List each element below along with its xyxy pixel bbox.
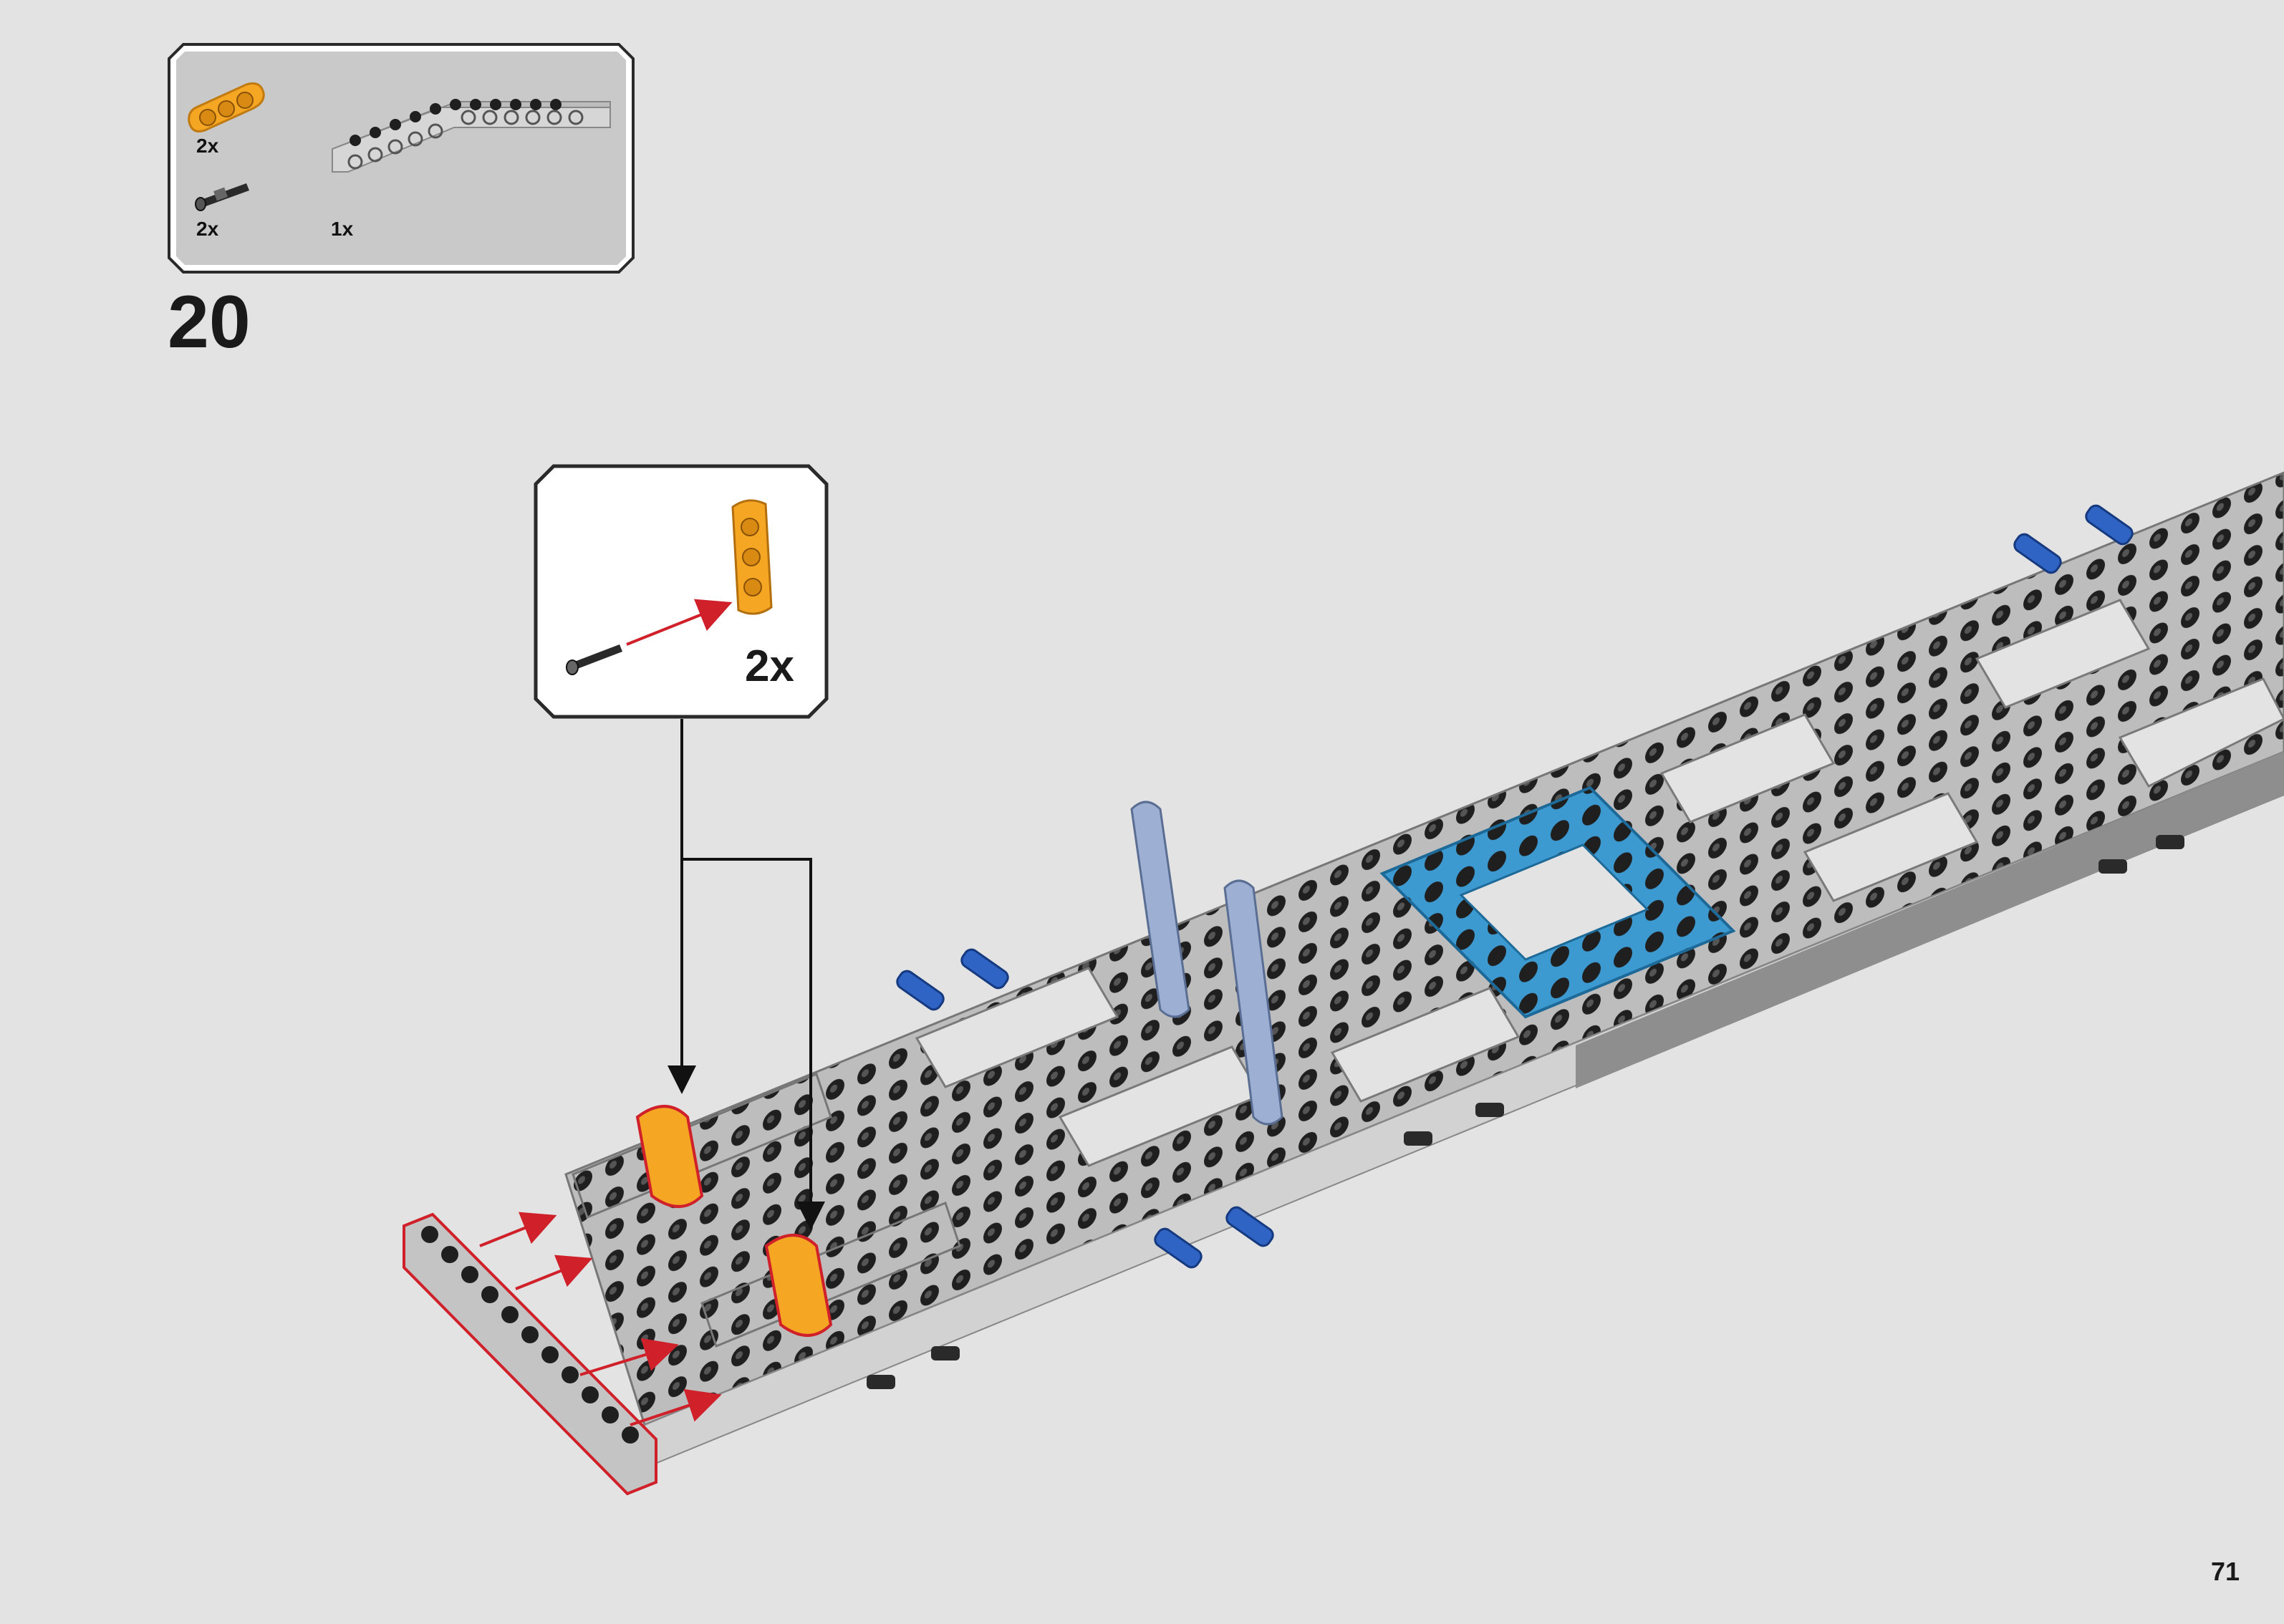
gray-beam-11-icon <box>332 99 611 173</box>
dark-gray-beam <box>1576 752 2284 1088</box>
black-pins <box>867 835 2184 1389</box>
sub-assembly-quantity: 2x <box>745 642 794 691</box>
red-arrows <box>479 1212 722 1426</box>
blue-frame <box>1379 786 1736 1019</box>
step-number: 20 <box>168 281 251 364</box>
sub-assembly-frame <box>534 464 829 719</box>
pin-quantity: 2x <box>196 218 219 240</box>
orange-beam-quantity: 2x <box>196 135 219 157</box>
sub-assembly-callout: 2x <box>534 464 829 719</box>
parts-callout: 2x 2x 1x <box>168 43 635 274</box>
gray-beam-to-attach <box>403 1212 657 1496</box>
frame-openings <box>915 599 2284 1167</box>
orange-beam-3-icon <box>188 82 265 132</box>
parts-callout-frame <box>168 43 635 274</box>
orange-beams-placed <box>635 1105 833 1337</box>
lavender-beams <box>1130 801 1283 1126</box>
page-number: 71 <box>2210 1557 2240 1586</box>
black-axle-pin-icon <box>195 183 249 211</box>
gray-beam-quantity: 1x <box>331 218 354 240</box>
black-axle-pin-icon <box>566 644 622 675</box>
orange-beam-3-vertical-icon <box>731 499 773 615</box>
blue-pins <box>896 504 2134 1269</box>
front-section <box>572 1073 961 1348</box>
callout-guide-lines <box>668 719 825 1230</box>
